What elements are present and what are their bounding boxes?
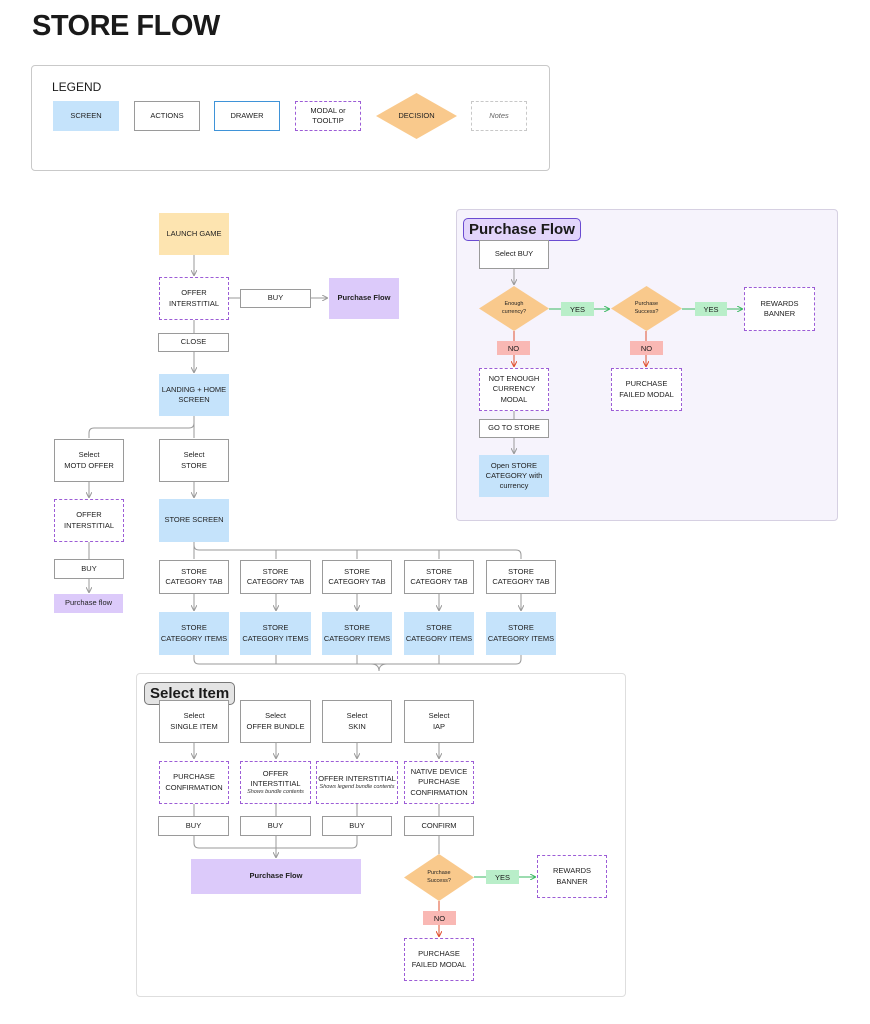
si-bundle-interstitial: OFFER INTERSTITIAL Shows bundle contents — [240, 761, 311, 804]
select-store: Select STORE — [159, 439, 229, 482]
si-rewards-banner: REWARDS BANNER — [537, 855, 607, 898]
store-category-tab: STORE CATEGORY TAB — [404, 560, 474, 594]
legend-actions: ACTIONS — [134, 101, 200, 131]
select-item-title: Select Item — [144, 682, 236, 705]
buy-action: BUY — [240, 289, 311, 308]
store-category-items: STORE CATEGORY ITEMS — [322, 612, 392, 655]
select-motd-offer: Select MOTD OFFER — [54, 439, 124, 482]
si-confirm-action: CONFIRM — [404, 816, 474, 836]
si-select-single-item: Select SINGLE ITEM — [159, 700, 229, 743]
store-category-tab: STORE CATEGORY TAB — [240, 560, 311, 594]
store-category-items: STORE CATEGORY ITEMS — [159, 612, 229, 655]
si-buy-action-2: BUY — [240, 816, 311, 836]
store-category-tab: STORE CATEGORY TAB — [486, 560, 556, 594]
pf-yes-badge: YES — [561, 302, 594, 316]
pf-no-badge-2: NO — [630, 341, 663, 355]
legend-modal: MODAL or TOOLTIP — [295, 101, 361, 131]
si-purchase-success-label: Purchase Success? — [427, 870, 451, 884]
motd-purchase-flow: Purchase flow — [54, 594, 123, 613]
pf-yes-badge-2: YES — [695, 302, 727, 316]
legend-decision-label: DECISION — [398, 111, 435, 121]
si-bundle-note: Shows bundle contents — [247, 788, 304, 795]
legend-title: LEGEND — [52, 80, 102, 94]
pf-enough-currency-label: Enough currency? — [501, 301, 527, 315]
si-select-offer-bundle: Select OFFER BUNDLE — [240, 700, 311, 743]
pf-select-buy: Select BUY — [479, 240, 549, 269]
si-purchase-failed-modal: PURCHASE FAILED MODAL — [404, 938, 474, 981]
si-purchase-success-decision: Purchase Success? — [404, 854, 474, 901]
store-category-tab: STORE CATEGORY TAB — [322, 560, 392, 594]
legend-notes: Notes — [471, 101, 527, 131]
store-screen: STORE SCREEN — [159, 499, 229, 542]
store-category-tab: STORE CATEGORY TAB — [159, 560, 229, 594]
pf-not-enough-currency-modal: NOT ENOUGH CURRENCY MODAL — [479, 368, 549, 411]
store-category-items: STORE CATEGORY ITEMS — [486, 612, 556, 655]
si-buy-action-3: BUY — [322, 816, 392, 836]
purchase-flow-title: Purchase Flow — [463, 218, 581, 241]
si-purchase-flow: Purchase Flow — [191, 859, 361, 894]
pf-enough-currency-decision: Enough currency? — [479, 286, 549, 331]
page-title: STORE FLOW — [32, 10, 220, 42]
legend-drawer: DRAWER — [214, 101, 280, 131]
si-native-device-confirmation: NATIVE DEVICE PURCHASE CONFIRMATION — [404, 761, 474, 804]
legend-decision: DECISION — [376, 93, 457, 139]
si-buy-action: BUY — [158, 816, 229, 836]
pf-no-badge: NO — [497, 341, 530, 355]
si-select-skin: Select SKIN — [322, 700, 392, 743]
purchase-flow-node: Purchase Flow — [329, 278, 399, 319]
close-action: CLOSE — [158, 333, 229, 352]
motd-buy-action: BUY — [54, 559, 124, 579]
store-category-items: STORE CATEGORY ITEMS — [404, 612, 474, 655]
launch-game: LAUNCH GAME — [159, 213, 229, 255]
motd-offer-interstitial: OFFER INTERSTITIAL — [54, 499, 124, 542]
pf-rewards-banner: REWARDS BANNER — [744, 287, 815, 331]
legend-screen: SCREEN — [53, 101, 119, 131]
pf-purchase-failed-modal: PURCHASE FAILED MODAL — [611, 368, 682, 411]
si-yes-badge: YES — [486, 870, 519, 884]
pf-purchase-success-label: Purchase Success? — [634, 301, 659, 315]
pf-purchase-success-decision: Purchase Success? — [611, 286, 682, 331]
si-purchase-confirmation: PURCHASE CONFIRMATION — [159, 761, 229, 804]
si-select-iap: Select IAP — [404, 700, 474, 743]
si-no-badge: NO — [423, 911, 456, 925]
si-skin-interstitial-label: OFFER INTERSTITIAL — [318, 773, 396, 783]
offer-interstitial: OFFER INTERSTITIAL — [159, 277, 229, 320]
landing-home-screen: LANDING + HOME SCREEN — [159, 374, 229, 416]
si-skin-interstitial: OFFER INTERSTITIAL Shows legend bundle c… — [316, 761, 398, 804]
store-category-items: STORE CATEGORY ITEMS — [240, 612, 311, 655]
pf-open-store-category: Open STORE CATEGORY with currency — [479, 455, 549, 497]
si-bundle-interstitial-label: OFFER INTERSTITIAL — [250, 768, 301, 788]
pf-go-to-store: GO TO STORE — [479, 419, 549, 438]
si-skin-note: Shows legend bundle contents — [319, 783, 395, 790]
